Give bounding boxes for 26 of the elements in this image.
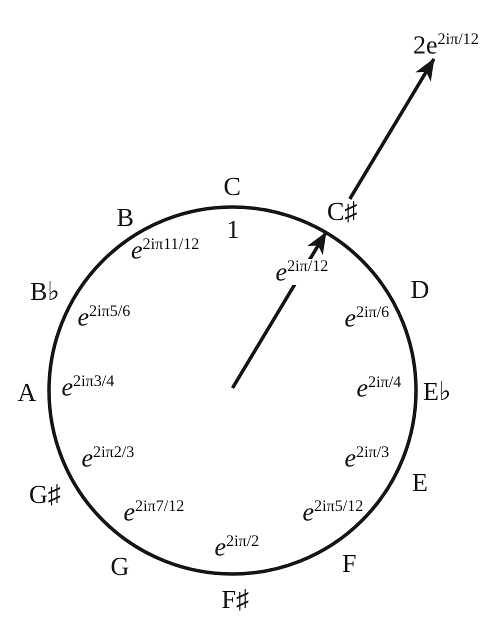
note-label: E♭ bbox=[423, 379, 452, 405]
note-label: E bbox=[412, 470, 428, 496]
formula-label: e$^{2iπ3/4}$ bbox=[62, 374, 114, 400]
formula-label: e$^{2iπ/4}$ bbox=[356, 374, 402, 402]
arrow bbox=[348, 58, 436, 200]
note-label: A bbox=[18, 380, 36, 406]
note-label: G♯ bbox=[29, 482, 61, 508]
formula-label: e$^{2iπ/2}$ bbox=[214, 534, 260, 560]
formula-label: e$^{2iπ7/12}$ bbox=[124, 498, 184, 526]
formula-label: 2e$^{2iπ/12}$ bbox=[413, 32, 479, 58]
formula-label: e$^{2iπ5/6}$ bbox=[78, 304, 130, 330]
edge-label: e$^{2iπ/12}$ bbox=[274, 258, 330, 286]
note-label: B bbox=[116, 205, 134, 231]
note-label: B♭ bbox=[30, 279, 60, 305]
formula-label: e$^{2iπ2/3}$ bbox=[82, 444, 134, 472]
note-label: C bbox=[224, 174, 241, 200]
note-label: F bbox=[342, 551, 356, 577]
formula-label: e$^{2iπ/3}$ bbox=[344, 444, 390, 472]
note-label: F♯ bbox=[222, 587, 249, 613]
note-label: G bbox=[110, 554, 130, 580]
note-label: D bbox=[410, 277, 430, 303]
formula-label: e$^{2iπ11/12}$ bbox=[131, 236, 200, 264]
number-label: 1 bbox=[226, 217, 240, 243]
note-label: C♯ bbox=[327, 199, 358, 225]
formula-label: e$^{2iπ/6}$ bbox=[344, 304, 390, 332]
formula-label: e$^{2iπ5/12}$ bbox=[302, 498, 364, 526]
